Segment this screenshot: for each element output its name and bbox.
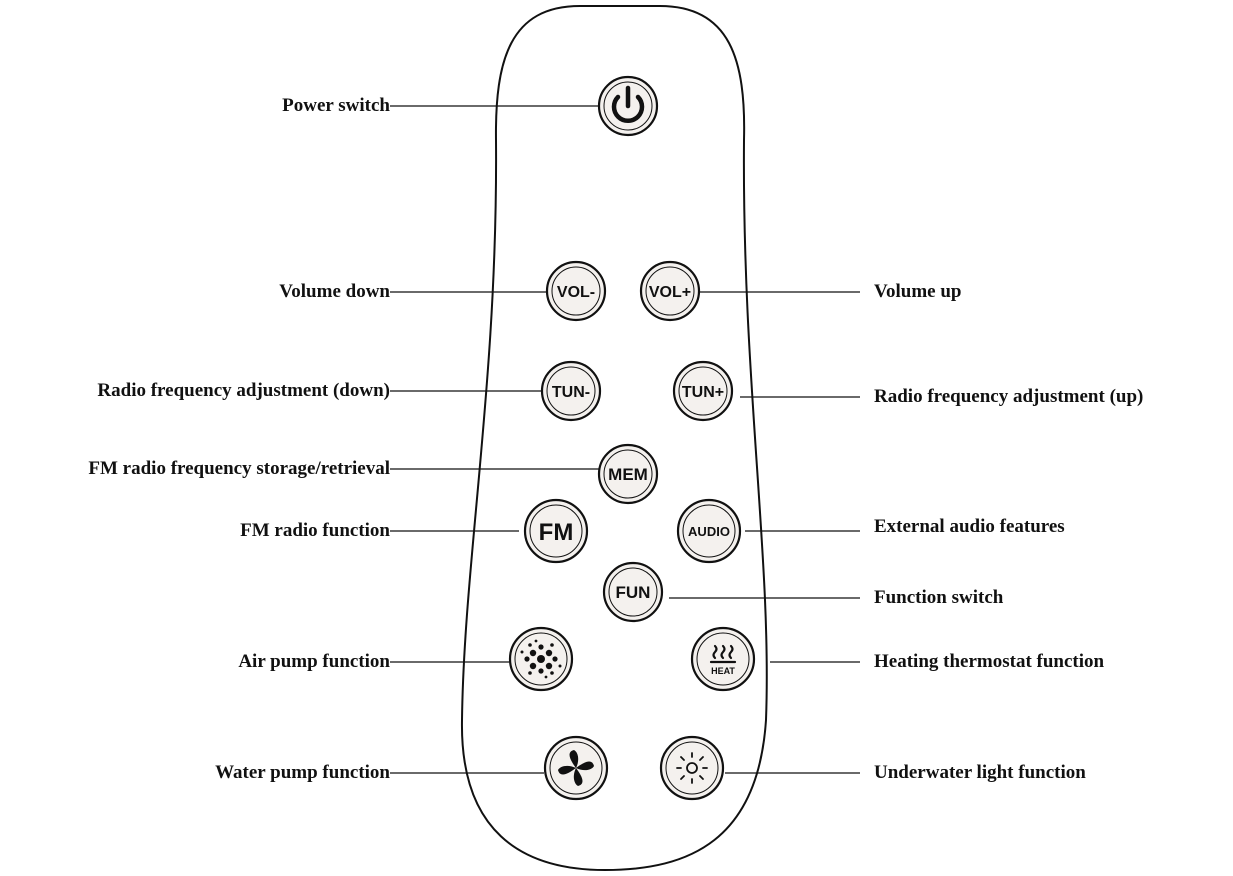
callout-air-pump: Air pump function [238,651,390,672]
callout-power: Power switch [282,95,390,116]
tun-down-label: TUN- [552,384,590,401]
vol-up-label: VOL+ [649,284,691,301]
heat-waves-icon [709,644,737,664]
fm-label: FM [539,519,574,546]
tun-up-button[interactable]: TUN+ [672,360,734,422]
heat-label: HEAT [711,666,735,676]
callout-heating-thermostat: Heating thermostat function [874,651,1105,672]
power-icon [611,85,645,124]
air-bubbles-icon [520,639,562,679]
vol-down-label: VOL- [557,284,595,301]
power-button[interactable] [597,75,659,137]
callout-function-switch: Function switch [874,587,1004,608]
leader-lines [390,105,860,774]
tun-up-label: TUN+ [682,384,724,401]
mem-label: MEM [608,465,648,484]
fm-button[interactable]: FM [523,498,589,564]
callout-water-pump: Water pump function [215,762,390,783]
tun-down-button[interactable]: TUN- [540,360,602,422]
remote-body-outline [460,5,768,872]
fun-label: FUN [616,583,651,602]
callout-underwater-light: Underwater light function [874,762,1086,783]
air-pump-button[interactable] [508,626,574,692]
light-sun-icon [676,752,708,784]
underwater-light-button[interactable] [659,735,725,801]
audio-button[interactable]: AUDIO [676,498,742,564]
fun-button[interactable]: FUN [602,561,664,623]
vol-down-button[interactable]: VOL- [545,260,607,322]
audio-label: AUDIO [688,524,730,539]
mem-button[interactable]: MEM [597,443,659,505]
water-pump-button[interactable] [543,735,609,801]
water-pump-swirl-icon [558,750,594,786]
heat-button[interactable]: HEAT [690,626,756,692]
callout-fm-memory: FM radio frequency storage/retrieval [88,458,390,479]
callout-volume-up: Volume up [874,281,962,302]
callout-radio-frequency-up: Radio frequency adjustment (up) [874,386,1144,407]
callout-external-audio: External audio features [874,516,1065,537]
vol-up-button[interactable]: VOL+ [639,260,701,322]
callout-volume-down: Volume down [279,281,390,302]
callout-radio-frequency-down: Radio frequency adjustment (down) [97,380,390,401]
callout-fm-radio: FM radio function [240,520,390,541]
